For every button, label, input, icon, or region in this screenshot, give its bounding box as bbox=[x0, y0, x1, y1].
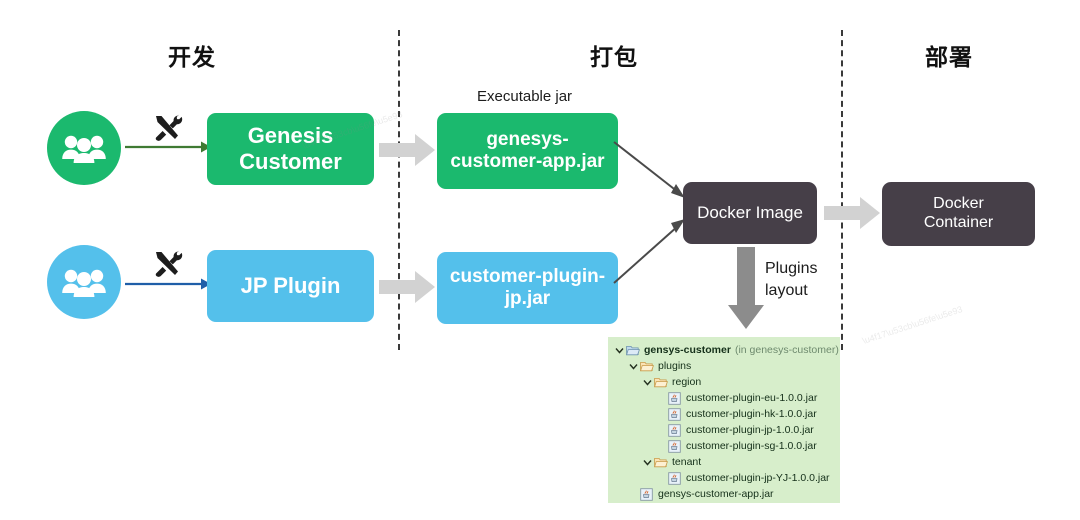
block-arrow-package-to-deploy bbox=[824, 197, 880, 229]
tree-item-label: customer-plugin-eu-1.0.0.jar bbox=[686, 392, 818, 404]
build-arrow-top bbox=[125, 140, 211, 154]
jar-file-icon bbox=[668, 439, 681, 453]
box-docker-container[interactable]: Docker Container bbox=[882, 182, 1035, 246]
jar-file-icon bbox=[668, 407, 681, 421]
jar-icon-wrap bbox=[668, 391, 682, 405]
tree-twisty[interactable] bbox=[642, 457, 653, 468]
tools-icon-bottom bbox=[153, 250, 183, 278]
box-genesys-customer-app-jar[interactable]: genesys- customer-app.jar bbox=[437, 113, 618, 189]
box-customer-plugin-jp-jar[interactable]: customer-plugin- jp.jar bbox=[437, 252, 618, 324]
tree-twisty[interactable] bbox=[614, 345, 625, 356]
tree-item-note: (in genesys-customer) bbox=[734, 344, 839, 356]
tree-item-label: customer-plugin-jp-1.0.0.jar bbox=[686, 424, 814, 436]
label-plugins-layout: Plugins layout bbox=[765, 258, 817, 301]
folder-icon-wrap bbox=[640, 360, 654, 373]
tree-item-label: customer-plugin-sg-1.0.0.jar bbox=[686, 440, 817, 452]
plugins-layout-file-tree[interactable]: gensys-customer(in genesys-customer) plug… bbox=[608, 337, 840, 503]
phase-title-packaging: 打包 bbox=[590, 44, 638, 70]
tree-item-label: customer-plugin-hk-1.0.0.jar bbox=[686, 408, 817, 420]
box-plugin-jar-line1: customer-plugin- bbox=[449, 265, 606, 287]
tree-row[interactable]: plugins bbox=[608, 358, 840, 374]
folder-icon-wrap bbox=[654, 456, 668, 469]
box-genesys-jar-line2: customer-app.jar bbox=[450, 151, 605, 172]
folder-icon bbox=[654, 377, 668, 387]
tree-row[interactable]: gensys-customer-app.jar bbox=[608, 486, 840, 502]
box-docker-container-line1: Docker bbox=[933, 195, 984, 213]
label-plugins-layout-line2: layout bbox=[765, 281, 808, 299]
chevron-down-icon[interactable] bbox=[642, 377, 653, 388]
jar-icon-wrap bbox=[668, 439, 682, 453]
watermark: \u4f17\u53cb\u56fe\u5e93 bbox=[861, 304, 964, 346]
chevron-down-icon[interactable] bbox=[628, 361, 639, 372]
tree-row[interactable]: tenant bbox=[608, 454, 840, 470]
avatar-development-team-green bbox=[47, 111, 121, 185]
folder-icon bbox=[654, 457, 668, 467]
tree-item-label: customer-plugin-jp-YJ-1.0.0.jar bbox=[686, 472, 830, 484]
tree-row[interactable]: customer-plugin-sg-1.0.0.jar bbox=[608, 438, 840, 454]
tree-row[interactable]: customer-plugin-hk-1.0.0.jar bbox=[608, 406, 840, 422]
jar-file-icon bbox=[668, 391, 681, 405]
tree-row[interactable]: region bbox=[608, 374, 840, 390]
block-arrow-plugins-layout bbox=[728, 247, 764, 329]
folder-icon bbox=[640, 361, 654, 371]
tree-item-label: region bbox=[672, 376, 702, 388]
jar-icon-wrap bbox=[668, 471, 682, 485]
jar-icon-wrap bbox=[668, 423, 682, 437]
chevron-down-icon[interactable] bbox=[614, 345, 625, 356]
tree-item-label: gensys-customer bbox=[644, 344, 731, 356]
phase-title-development: 开发 bbox=[168, 44, 216, 70]
tree-item-label: gensys-customer-app.jar bbox=[658, 488, 774, 500]
jar-file-icon bbox=[668, 423, 681, 437]
box-plugin-jar-line2: jp.jar bbox=[504, 288, 551, 309]
caption-executable-jar: Executable jar bbox=[477, 88, 573, 105]
phase-title-deployment: 部署 bbox=[925, 44, 973, 70]
jar-icon-wrap bbox=[640, 487, 654, 501]
box-genesis-customer-line2: Customer bbox=[239, 149, 342, 174]
tree-twisty[interactable] bbox=[628, 361, 639, 372]
build-arrow-bottom bbox=[125, 277, 211, 291]
box-customer-plugin-jp-jar-label: customer-plugin- jp.jar bbox=[450, 266, 605, 311]
tree-item-label: tenant bbox=[672, 456, 702, 468]
tree-row[interactable]: customer-plugin-jp-1.0.0.jar bbox=[608, 422, 840, 438]
box-genesis-customer-line1: Genesis bbox=[247, 123, 334, 149]
box-docker-image[interactable]: Docker Image bbox=[683, 182, 817, 244]
tools-icon-top bbox=[153, 114, 183, 142]
box-genesis-customer-label: Genesis Customer bbox=[239, 123, 342, 175]
jar-file-icon bbox=[640, 487, 653, 501]
avatar-plugin-team-blue bbox=[47, 245, 121, 319]
merge-arrows-to-docker-image bbox=[612, 140, 702, 285]
folder-icon-wrap bbox=[654, 376, 668, 389]
box-docker-image-label: Docker Image bbox=[697, 202, 803, 222]
people-group-icon bbox=[62, 135, 106, 163]
phase-divider-left bbox=[398, 30, 400, 350]
box-genesis-customer[interactable]: Genesis Customer bbox=[207, 113, 374, 185]
block-arrow-dev-to-package-bottom bbox=[379, 271, 435, 303]
tree-row[interactable]: customer-plugin-eu-1.0.0.jar bbox=[608, 390, 840, 406]
people-group-icon bbox=[62, 269, 106, 297]
tree-item-label: plugins bbox=[658, 360, 692, 372]
chevron-down-icon[interactable] bbox=[642, 457, 653, 468]
tree-row[interactable]: gensys-customer(in genesys-customer) bbox=[608, 342, 840, 358]
label-plugins-layout-line1: Plugins bbox=[765, 260, 818, 277]
phase-divider-right bbox=[841, 30, 843, 350]
box-docker-container-label: Docker Container bbox=[924, 195, 993, 233]
box-docker-container-line2: Container bbox=[923, 214, 994, 231]
box-genesys-customer-app-jar-label: genesys- customer-app.jar bbox=[450, 129, 604, 174]
box-jp-plugin[interactable]: JP Plugin bbox=[207, 250, 374, 322]
folder-icon-wrap bbox=[626, 344, 640, 357]
jar-icon-wrap bbox=[668, 407, 682, 421]
folder-icon bbox=[626, 345, 640, 355]
tree-twisty[interactable] bbox=[642, 377, 653, 388]
tree-row[interactable]: customer-plugin-jp-YJ-1.0.0.jar bbox=[608, 470, 840, 486]
block-arrow-dev-to-package-top bbox=[379, 134, 435, 166]
box-jp-plugin-label: JP Plugin bbox=[240, 273, 341, 299]
box-genesys-jar-line1: genesys- bbox=[486, 128, 569, 150]
jar-file-icon bbox=[668, 471, 681, 485]
